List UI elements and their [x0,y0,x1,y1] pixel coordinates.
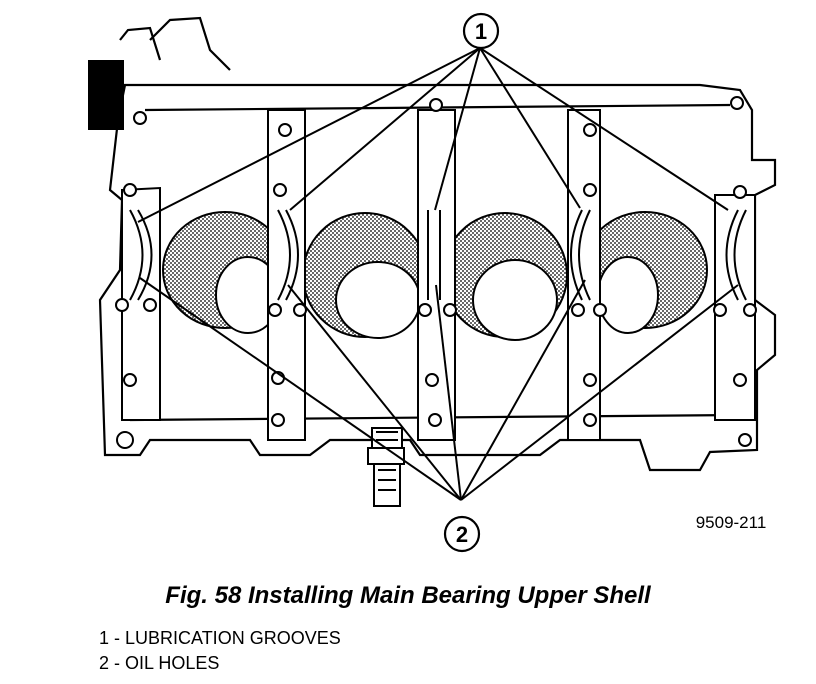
cylinder-bores [162,211,708,341]
figure-legend: 1 - LUBRICATION GROOVES 2 - OIL HOLES [99,626,341,676]
callout-2-label: 2 [456,522,468,547]
engine-block-diagram: 1 2 9509-211 [88,12,777,553]
figure-reference-number: 9509-211 [696,513,767,532]
callout-leader-lines [137,47,739,501]
legend-item: 1 - LUBRICATION GROOVES [99,628,341,648]
callout-1-label: 1 [475,19,487,44]
legend-item: 2 - OIL HOLES [99,653,220,673]
figure-caption: Fig. 58 Installing Main Bearing Upper Sh… [165,582,651,609]
callout-2: 2 [443,515,481,553]
bolt-holes [115,96,757,449]
callout-1: 1 [462,12,500,50]
